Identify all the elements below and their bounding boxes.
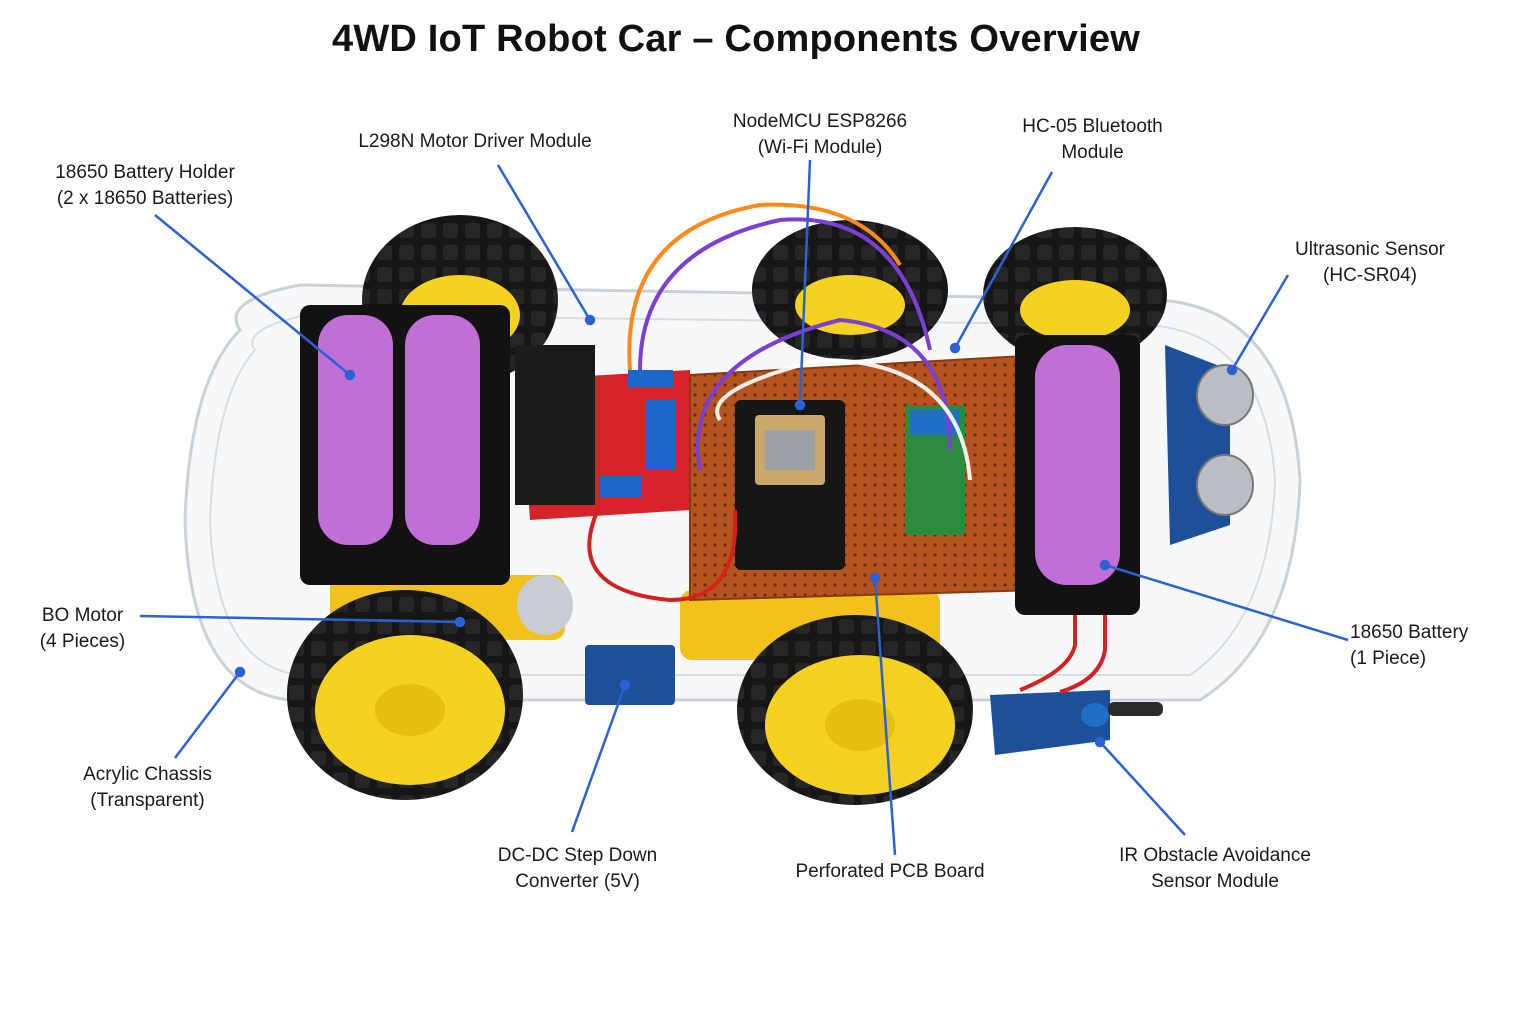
ultrasonic-board [1165, 345, 1254, 545]
label-chassis-line1: Acrylic Chassis [83, 764, 212, 785]
label-nodemcu-line1: NodeMCU ESP8266 [732, 111, 908, 132]
label-bo-motor-line2: (4 Pieces) [39, 631, 126, 652]
battery-holder-single [1015, 335, 1140, 615]
wheel-front-right [737, 615, 973, 805]
label-pcb: Perforated PCB Board [770, 859, 1010, 885]
label-bluetooth-line2: Module [1061, 142, 1124, 163]
label-bo-motor-line1: BO Motor [41, 605, 124, 626]
label-battery-holder-line2: (2 x 18650 Batteries) [56, 188, 234, 209]
label-bo-motor: BO Motor (4 Pieces) [20, 603, 145, 655]
label-chassis-line2: (Transparent) [90, 790, 205, 811]
ir-sensor-board [990, 690, 1163, 755]
label-battery-holder: 18650 Battery Holder (2 x 18650 Batterie… [20, 160, 270, 212]
dc-dc-board [585, 645, 675, 705]
label-bluetooth-line1: HC-05 Bluetooth [1022, 116, 1163, 137]
wheel-rear-middle [752, 220, 948, 360]
label-battery-single-line2: (1 Piece) [1350, 648, 1427, 669]
label-ultrasonic-line2: (HC-SR04) [1323, 265, 1417, 286]
wheel-front-left [287, 590, 523, 800]
label-ir-sensor-line1: IR Obstacle Avoidance [1119, 845, 1311, 866]
label-ultrasonic-line1: Ultrasonic Sensor [1295, 239, 1445, 260]
label-ultrasonic: Ultrasonic Sensor (HC-SR04) [1270, 237, 1470, 289]
nodemcu-board [735, 400, 845, 570]
label-chassis: Acrylic Chassis (Transparent) [60, 762, 235, 814]
label-step-down-line2: Converter (5V) [515, 871, 640, 892]
label-motor-driver: L298N Motor Driver Module [335, 129, 615, 155]
l298n-driver [515, 345, 690, 520]
label-ir-sensor: IR Obstacle Avoidance Sensor Module [1095, 843, 1335, 895]
label-ir-sensor-line2: Sensor Module [1151, 871, 1279, 892]
page-title: 4WD IoT Robot Car – Components Overview [331, 18, 1140, 60]
label-step-down: DC-DC Step Down Converter (5V) [475, 843, 680, 895]
label-nodemcu-line2: (Wi-Fi Module) [757, 137, 883, 158]
leader-lines [139, 159, 1349, 856]
label-nodemcu: NodeMCU ESP8266 (Wi-Fi Module) [700, 109, 940, 161]
label-battery-single-line1: 18650 Battery [1350, 622, 1469, 643]
label-pcb-line1: Perforated PCB Board [795, 861, 985, 882]
label-step-down-line1: DC-DC Step Down [497, 845, 658, 866]
wheel-rear-right [983, 227, 1167, 363]
label-battery-single: 18650 Battery (1 Piece) [1350, 620, 1495, 672]
label-bluetooth: HC-05 Bluetooth Module [990, 114, 1195, 166]
label-motor-driver-line1: L298N Motor Driver Module [358, 131, 592, 152]
wires [587, 202, 1107, 694]
battery-holder-double [300, 305, 510, 585]
label-battery-holder-line1: 18650 Battery Holder [55, 162, 235, 183]
